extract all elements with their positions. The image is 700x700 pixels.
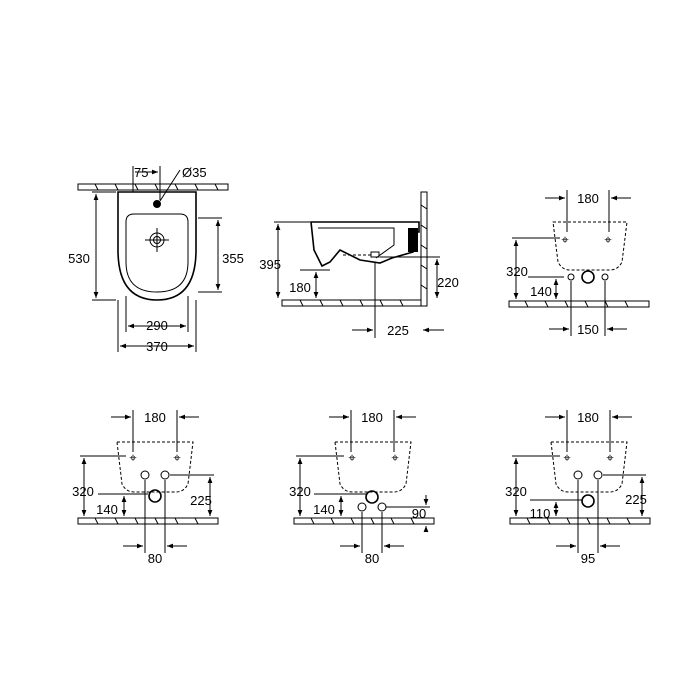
rear-b-bottom-label: 80	[148, 551, 162, 566]
outlet-icon	[581, 270, 595, 284]
bidet-side-profile	[310, 221, 420, 268]
rear-b-top-label: 180	[144, 410, 166, 425]
rear-a-bottom-label: 150	[577, 322, 599, 337]
tap-diameter-label: Ø35	[182, 165, 207, 180]
rear-c-right-label: 90	[412, 506, 426, 521]
fixing-point-icon: ⌖	[561, 232, 569, 247]
height-label: 395	[259, 257, 281, 272]
floor-strip	[508, 300, 650, 308]
top-view: 530 355 75 Ø35 290 370	[68, 165, 244, 354]
outlet-icon	[365, 490, 379, 504]
rear-a-top-label: 180	[577, 191, 599, 206]
inner-width-label: 290	[146, 318, 168, 333]
water-connection-icon	[573, 470, 583, 480]
basin-outline	[125, 213, 189, 293]
rear-c-left-high-label: 320	[289, 484, 311, 499]
floor-strip	[509, 517, 651, 525]
floor-strip	[293, 517, 435, 525]
rear-c-bottom-label: 80	[365, 551, 379, 566]
rear-b-right-label: 225	[190, 493, 212, 508]
fixing-point-icon: ⌖	[129, 450, 137, 465]
fixing-point-icon: ⌖	[348, 450, 356, 465]
rear-b-left-high-label: 320	[72, 484, 94, 499]
water-connection-icon	[377, 502, 387, 512]
water-connection-icon	[160, 470, 170, 480]
fixing-point-icon: ⌖	[391, 450, 399, 465]
bidet-outline-dashed	[552, 221, 628, 271]
bidet-outline	[117, 191, 197, 301]
lower-height-label: 180	[289, 280, 311, 295]
tap-hole-icon	[153, 200, 161, 208]
fixing-point-icon: ⌖	[604, 232, 612, 247]
rear-d-top-label: 180	[577, 410, 599, 425]
water-connection-icon	[357, 502, 367, 512]
bidet-outline-dashed	[550, 441, 628, 493]
rear-view-c: ⌖ ⌖ 180 320 140 90 80	[289, 410, 435, 566]
mounting-bracket	[408, 228, 418, 252]
rear-a-left-low-label: 140	[530, 284, 552, 299]
overall-width-label: 370	[146, 339, 168, 354]
rear-view-b: ⌖ ⌖ 180 320 140 225 80	[72, 410, 219, 566]
rear-c-left-low-label: 140	[313, 502, 335, 517]
partial-depth-label: 355	[222, 251, 244, 266]
rear-b-left-low-label: 140	[96, 502, 118, 517]
rear-c-top-label: 180	[361, 410, 383, 425]
water-connection-icon	[140, 470, 150, 480]
wall-vertical	[420, 191, 428, 307]
water-connection-icon	[593, 470, 603, 480]
rear-a-left-high-label: 320	[506, 264, 528, 279]
outlet-icon	[148, 489, 162, 503]
rear-view-d: ⌖ ⌖ 180 320 110 225 95	[505, 410, 651, 566]
rear-view-a: ⌖ ⌖ 180 320 140 150	[506, 190, 650, 337]
floor-strip	[77, 517, 219, 525]
fixing-point-icon: ⌖	[173, 450, 181, 465]
bidet-outline-dashed	[334, 441, 412, 493]
bidet-outline-dashed	[116, 441, 194, 493]
tap-offset-label: 75	[134, 165, 148, 180]
water-connection-icon	[601, 273, 609, 281]
rear-d-left-low-label: 110	[530, 506, 551, 521]
outlet-icon	[581, 494, 595, 508]
fixing-point-icon: ⌖	[563, 450, 571, 465]
floor-strip	[281, 299, 422, 307]
water-connection-icon	[567, 273, 575, 281]
rear-d-left-high-label: 320	[505, 484, 527, 499]
outlet-height-label: 220	[437, 275, 459, 290]
outlet-projection-label: 225	[387, 323, 409, 338]
depth-label: 530	[68, 251, 90, 266]
side-view: 395 180 220 225	[259, 191, 459, 338]
rear-d-right-label: 225	[625, 492, 647, 507]
rear-d-bottom-label: 95	[581, 551, 595, 566]
fixing-point-icon: ⌖	[606, 450, 614, 465]
wall-strip	[77, 183, 229, 191]
